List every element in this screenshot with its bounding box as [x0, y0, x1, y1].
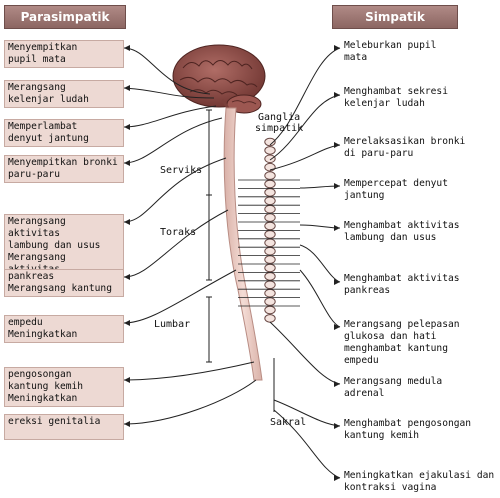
symp-item-adrenal: Merangsang medula adrenal — [344, 376, 443, 399]
ganglion — [264, 221, 276, 231]
para-arrowhead — [124, 320, 130, 326]
para-nerve-8 — [123, 361, 255, 381]
symp-nerve-3 — [269, 144, 341, 171]
para-nerve-4 — [123, 117, 223, 164]
para-item-genitalia: ereksi genitalia — [4, 414, 124, 440]
para-item-pupil: Menyempitkan pupil mata — [4, 40, 124, 68]
symp-arrowhead — [334, 225, 340, 231]
ganglion — [264, 230, 276, 239]
para-nerve-9 — [123, 379, 257, 425]
para-nerve-6 — [123, 209, 229, 278]
ganglion — [264, 288, 276, 298]
symp-arrowhead — [334, 475, 340, 481]
symp-nerve-2 — [269, 94, 341, 161]
symp-nerve-6 — [299, 244, 341, 283]
parasympathetic-header: Parasimpatik — [4, 5, 126, 29]
ganglion — [264, 280, 276, 290]
ganglion — [264, 154, 276, 164]
para-arrowhead — [124, 219, 130, 225]
para-nerve-7 — [123, 269, 237, 324]
para-item-heart: Memperlambat denyut jantung — [4, 119, 124, 147]
symp-item-pancreas: Menghambat aktivitas pankreas — [344, 273, 460, 296]
symp-arrowhead — [334, 324, 340, 330]
symp-nerve-7 — [299, 269, 341, 328]
para-arrowhead — [124, 85, 130, 91]
ganglion — [264, 255, 276, 264]
ganglion — [264, 213, 276, 222]
segment-label-serviks: Serviks — [160, 165, 203, 176]
sympathetic-ganglion-chain — [264, 137, 276, 323]
ganglion — [264, 272, 276, 281]
ganglion — [264, 196, 276, 206]
ganglion — [264, 263, 276, 273]
symp-nerve-1 — [269, 47, 341, 146]
para-arrowhead — [124, 377, 130, 383]
ganglia-label: Ganglia simpatik — [255, 112, 304, 134]
ganglion — [264, 204, 276, 214]
symp-item-stomach: Menghambat aktivitas lambung dan usus — [344, 220, 460, 243]
para-nerve-5 — [123, 157, 227, 223]
para-item-pancreas: pankreas Merangsang kantung — [4, 269, 124, 297]
symp-nerve-10 — [273, 409, 341, 479]
symp-arrowhead — [334, 92, 340, 98]
nerve-connections — [123, 45, 341, 481]
para-arrowhead — [124, 421, 130, 427]
segment-brackets — [206, 109, 275, 412]
symp-arrowhead — [334, 45, 340, 51]
ganglion — [264, 314, 276, 323]
para-nerve-2 — [123, 87, 215, 99]
sympathetic-header: Simpatik — [332, 5, 458, 29]
para-nerve-1 — [123, 47, 211, 95]
para-item-salivary: Merangsang kelenjar ludah — [4, 80, 124, 108]
symp-item-liver: Merangsang pelepasan glukosa dan hati me… — [344, 319, 460, 366]
ganglion — [264, 137, 276, 147]
symp-item-bladder: Menghambat pengosongan kantung kemih — [344, 418, 472, 441]
ganglion — [264, 188, 276, 197]
symp-item-bronchi: Merelaksasikan bronki di paru-paru — [344, 136, 466, 159]
para-nerve-3 — [123, 105, 217, 128]
ganglion — [264, 238, 276, 248]
symp-arrowhead — [334, 183, 340, 189]
segment-label-sakral: Sakral — [270, 417, 307, 428]
symp-arrowhead — [334, 381, 340, 387]
ganglion — [264, 146, 276, 155]
ganglion — [264, 179, 276, 189]
symp-item-ejaculation: Meningkatkan ejakulasi dan kontraksi vag… — [344, 470, 495, 493]
symp-arrowhead — [334, 142, 340, 148]
ganglion — [264, 297, 276, 306]
ganglion — [264, 305, 276, 315]
para-arrowhead — [124, 124, 130, 130]
ganglion — [264, 246, 276, 256]
symp-item-salivary: Menghambat sekresi kelenjar ludah — [344, 86, 448, 109]
brain — [172, 44, 266, 115]
ganglion — [264, 171, 276, 180]
para-item-bronchi: Menyempitkan bronki paru-paru — [4, 155, 124, 183]
spinal-cord — [223, 107, 263, 381]
para-arrowhead — [124, 274, 130, 280]
symp-arrowhead — [334, 423, 340, 429]
para-arrowhead — [124, 45, 130, 51]
symp-item-pupil: Meleburkan pupil mata — [344, 40, 437, 63]
para-item-bladder: pengosongan kantung kemih Meningkatkan — [4, 367, 124, 407]
symp-nerve-8 — [269, 321, 341, 385]
segment-label-lumbar: Lumbar — [154, 319, 191, 330]
para-item-gallbladder: empedu Meningkatkan — [4, 315, 124, 343]
symp-item-heart: Mempercepat denyut jantung — [344, 178, 448, 201]
segment-label-toraks: Toraks — [160, 227, 197, 238]
symp-arrowhead — [334, 279, 340, 285]
para-arrowhead — [124, 160, 130, 166]
